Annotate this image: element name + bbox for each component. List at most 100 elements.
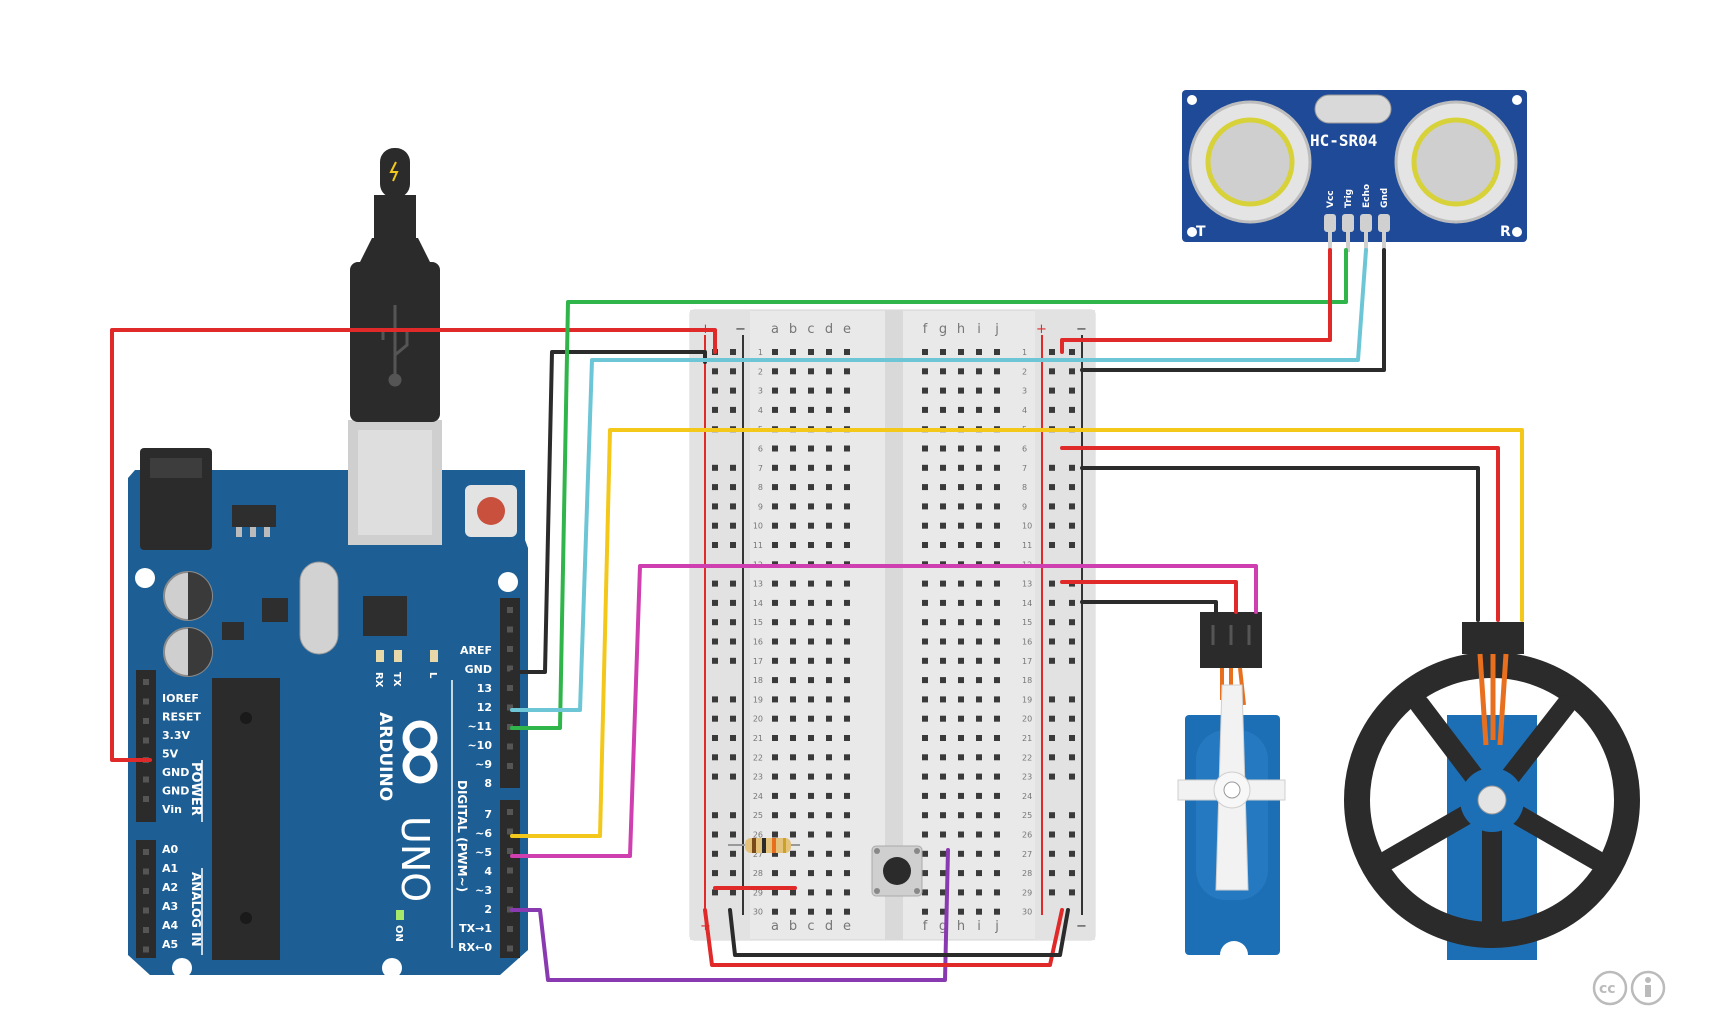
pin-label: RX←0 — [458, 941, 492, 954]
breadboard-hole — [826, 464, 832, 471]
breadboard-hole — [772, 368, 778, 375]
column-label: f — [923, 322, 928, 337]
row-number: 7 — [1022, 464, 1027, 473]
row-number: 1 — [1022, 348, 1027, 357]
breadboard-hole — [994, 735, 1000, 741]
breadboard-hole — [808, 696, 814, 703]
breadboard-hole — [940, 657, 946, 664]
breadboard-hole — [922, 619, 928, 626]
breadboard-hole — [790, 638, 796, 645]
header-pin — [507, 887, 513, 893]
rail-hole — [1049, 870, 1055, 877]
breadboard-hole — [958, 792, 964, 799]
breadboard-hole — [844, 715, 850, 722]
pin-label: 5V — [162, 748, 179, 761]
rail-hole — [730, 657, 736, 664]
breadboard-hole — [976, 368, 982, 375]
row-number: 11 — [1022, 541, 1032, 550]
breadboard-hole — [976, 599, 982, 606]
breadboard-hole — [844, 870, 850, 877]
pin-label: 13 — [477, 682, 492, 695]
breadboard-hole — [940, 870, 946, 877]
rail-hole — [1069, 464, 1075, 471]
breadboard-hole — [844, 638, 850, 645]
row-number: 26 — [753, 831, 763, 840]
breadboard-hole — [940, 908, 946, 915]
rail-hole — [712, 503, 718, 510]
column-label: g — [939, 322, 947, 337]
breadboard-hole — [958, 754, 964, 761]
breadboard-hole — [976, 349, 982, 355]
analog-label: ANALOG IN — [189, 872, 203, 947]
row-number: 3 — [1022, 387, 1027, 396]
row-number: 4 — [758, 406, 763, 415]
rail-minus-top-right: − — [1076, 322, 1087, 337]
breadboard-hole — [940, 638, 946, 645]
breadboard-hole — [808, 368, 814, 375]
header-pin — [143, 927, 149, 933]
rx-led-label: RX — [373, 672, 384, 688]
breadboard-hole — [922, 696, 928, 703]
column-label: d — [825, 919, 833, 934]
cc-license-badge: cc — [1592, 970, 1666, 1006]
rail-hole — [712, 619, 718, 626]
rail-hole — [730, 619, 736, 626]
rail-hole — [712, 542, 718, 548]
rail-hole — [1069, 773, 1075, 780]
row-number: 10 — [1022, 522, 1032, 531]
header-pin — [143, 718, 149, 724]
rail-minus-top-left: − — [735, 322, 746, 337]
wire-signal-yellow — [510, 428, 1524, 838]
breadboard-hole — [940, 580, 946, 587]
breadboard-hole — [826, 368, 832, 375]
breadboard-hole — [976, 696, 982, 703]
breadboard-hole — [844, 522, 850, 529]
breadboard-hole — [790, 850, 796, 857]
row-number: 10 — [753, 522, 763, 531]
wire-rail-bridge-black — [728, 908, 1070, 957]
row-number: 9 — [758, 502, 763, 511]
rail-hole — [1049, 812, 1055, 819]
rail-hole — [730, 542, 736, 548]
column-label: b — [789, 322, 797, 337]
row-number: 29 — [1022, 888, 1032, 897]
breadboard-hole — [808, 484, 814, 491]
breadboard-hole — [808, 445, 814, 452]
pin-label: GND — [162, 766, 189, 779]
breadboard-hole — [808, 387, 814, 394]
breadboard-hole — [844, 387, 850, 394]
rail-hole — [730, 754, 736, 761]
row-number: 2 — [758, 367, 763, 376]
breadboard-hole — [922, 522, 928, 529]
breadboard-hole — [790, 754, 796, 761]
breadboard-hole — [940, 522, 946, 529]
rail-minus-bottom-right: − — [1076, 919, 1087, 934]
breadboard-hole — [790, 522, 796, 529]
breadboard-hole — [958, 522, 964, 529]
breadboard-hole — [922, 368, 928, 375]
breadboard-hole — [826, 677, 832, 684]
rail-hole — [1049, 657, 1055, 664]
breadboard-hole — [958, 696, 964, 703]
breadboard-hole — [826, 406, 832, 413]
breadboard-hole — [922, 677, 928, 684]
breadboard-hole — [976, 387, 982, 394]
breadboard-hole — [772, 619, 778, 626]
breadboard-hole — [844, 773, 850, 780]
rail-hole — [712, 773, 718, 780]
breadboard-hole — [940, 349, 946, 355]
pin-label: IOREF — [162, 692, 199, 705]
breadboard-hole — [790, 599, 796, 606]
rail-hole — [1069, 406, 1075, 413]
rail-hole — [1069, 522, 1075, 529]
l-led-label: L — [427, 672, 438, 679]
rail-hole — [1049, 850, 1055, 857]
breadboard-hole — [976, 889, 982, 896]
wires — [110, 248, 1524, 982]
breadboard-hole — [826, 657, 832, 664]
servo-horn — [1177, 684, 1286, 891]
